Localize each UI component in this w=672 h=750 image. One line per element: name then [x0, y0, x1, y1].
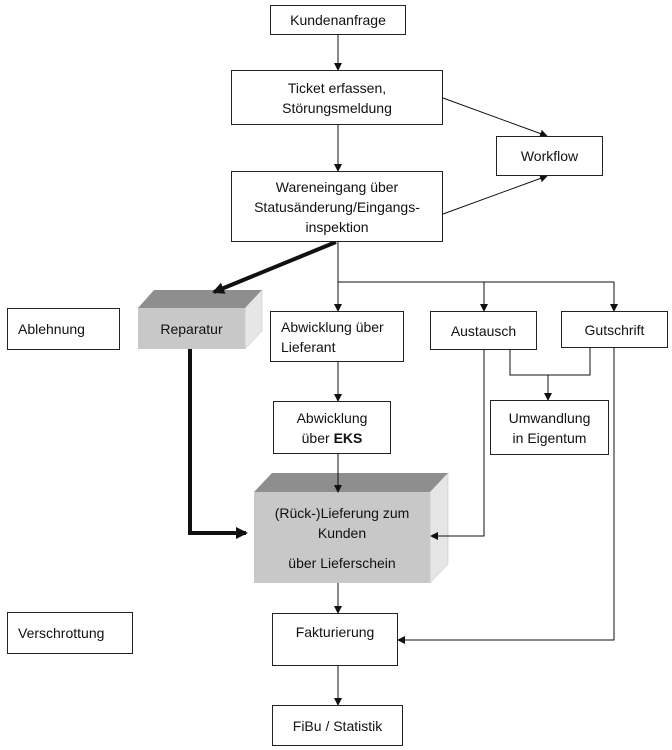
rueckLieferung-3d-shape	[254, 472, 449, 584]
reparatur-front-face	[138, 308, 245, 349]
node-fibu: FiBu / Statistik	[272, 705, 403, 746]
node-kundenanfrage: Kundenanfrage	[270, 5, 406, 35]
rueckLieferung-top-face	[254, 473, 448, 492]
arrow-wareneingang-to-workflow	[442, 174, 548, 215]
arrow-ticket-to-workflow	[442, 97, 548, 138]
node-wareneingang-label-line3: inspektion	[305, 218, 369, 235]
node-ticket-label-line2: Störungsmeldung	[282, 99, 392, 116]
node-fibu-label: FiBu / Statistik	[292, 717, 383, 734]
node-ablehnung: Ablehnung	[7, 308, 120, 350]
node-abwicklung-lieferant-label-line2: Lieferant	[281, 338, 336, 355]
node-reparatur: Reparatur	[138, 308, 245, 349]
node-umwandlung-label-line1: Umwandlung	[508, 409, 591, 426]
node-workflow: Workflow	[496, 136, 603, 176]
node-abwicklung-eks-label-line2: über EKS	[302, 428, 363, 448]
node-abwicklung-lieferant: Abwicklung über Lieferant	[270, 311, 404, 362]
node-rueckLieferung: (Rück-)Lieferung zum Kunden über Liefers…	[254, 492, 430, 583]
node-ticket-label-line1: Ticket erfassen,	[287, 79, 387, 96]
node-wareneingang-label-line1: Wareneingang über	[275, 178, 399, 195]
node-rueckLieferung-label-line3: über Lieferschein	[288, 554, 396, 571]
arrow-gutschrift-to-fakturierung	[397, 347, 615, 644]
rueckLieferung-front-face	[254, 492, 430, 583]
node-fakturierung: Fakturierung	[272, 613, 398, 666]
arrow-austausch-to-rueckLieferung	[430, 347, 485, 540]
node-rueckLieferung-label-line2: Kunden	[317, 524, 367, 541]
node-abwicklung-eks-label-line1: Abwicklung	[296, 409, 368, 426]
node-ablehnung-label: Ablehnung	[18, 321, 85, 337]
connector-austausch-gutschrift-merge	[509, 347, 591, 376]
node-abwicklung-eks: Abwicklung über EKS	[273, 401, 391, 454]
node-austausch-label: Austausch	[450, 322, 517, 339]
node-wareneingang: Wareneingang über Statusänderung/Eingang…	[231, 171, 443, 242]
node-gutschrift-label: Gutschrift	[584, 321, 645, 338]
reparatur-top-face	[138, 290, 262, 308]
node-verschrottung-label: Verschrottung	[18, 625, 105, 641]
rueckLieferung-side-face	[429, 472, 449, 584]
node-abwicklung-lieferant-label-line1: Abwicklung über	[281, 318, 384, 335]
reparatur-3d-shape	[138, 289, 263, 350]
node-rueckLieferung-label-line1: (Rück-)Lieferung zum	[274, 504, 410, 521]
node-verschrottung: Verschrottung	[7, 612, 133, 654]
node-austausch: Austausch	[430, 311, 537, 350]
node-umwandlung-label-line2: in Eigentum	[512, 429, 587, 446]
arrow-wareneingang-to-reparatur	[212, 240, 337, 294]
node-abwicklung-eks-prefix: über	[301, 429, 334, 446]
node-fakturierung-label: Fakturierung	[295, 624, 375, 640]
node-abwicklung-eks-bold: EKS	[333, 429, 363, 446]
node-kundenanfrage-label: Kundenanfrage	[290, 12, 386, 28]
node-ticket: Ticket erfassen, Störungsmeldung	[231, 70, 443, 125]
node-workflow-label: Workflow	[520, 148, 579, 164]
node-umwandlung: Umwandlung in Eigentum	[490, 400, 609, 455]
arrow-reparatur-to-rueckLieferung	[188, 349, 248, 539]
node-gutschrift: Gutschrift	[561, 311, 668, 348]
node-wareneingang-label-line2: Statusänderung/Eingangs-	[254, 198, 420, 215]
node-reparatur-label: Reparatur	[160, 320, 223, 337]
